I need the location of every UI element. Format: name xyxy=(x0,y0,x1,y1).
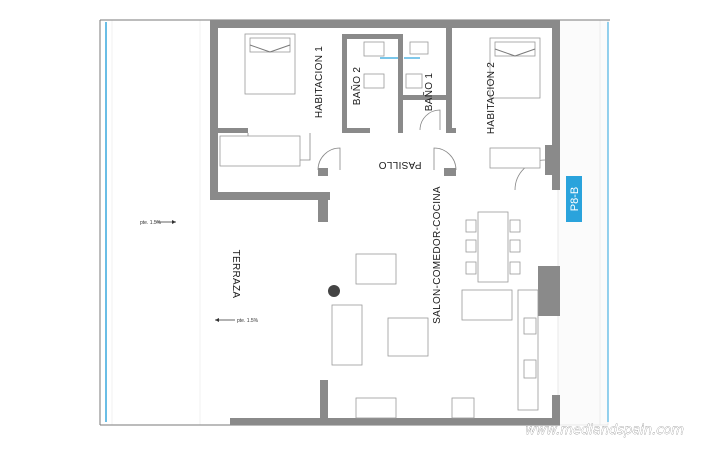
room-label-salon: SALON-COMEDOR-COCINA xyxy=(432,186,443,324)
slope-label-lower: pte. 1.5% xyxy=(237,318,259,324)
terrace-floor-pattern xyxy=(111,20,201,425)
room-label-pasillo: PASILLO xyxy=(378,159,421,170)
furniture xyxy=(219,33,541,419)
room-label-habitacion1: HABITACION 1 xyxy=(314,46,325,118)
room-label-habitacion2: HABITACION 2 xyxy=(486,62,497,134)
unit-tag-label: P8-B xyxy=(569,187,581,211)
walls xyxy=(210,20,560,425)
room-label-terraza: TERRAZA xyxy=(230,250,241,299)
watermark: www.medlandspain.com xyxy=(525,423,684,438)
right-balcony xyxy=(557,19,609,426)
slope-arrows xyxy=(156,220,235,322)
unit-tag: P8-B xyxy=(566,176,582,222)
slope-label-upper: pte. 1.5% xyxy=(140,220,162,226)
room-label-bano1: BAÑO 1 xyxy=(422,73,435,112)
glass-railing xyxy=(105,22,609,422)
room-label-bano2: BAÑO 2 xyxy=(350,67,363,106)
